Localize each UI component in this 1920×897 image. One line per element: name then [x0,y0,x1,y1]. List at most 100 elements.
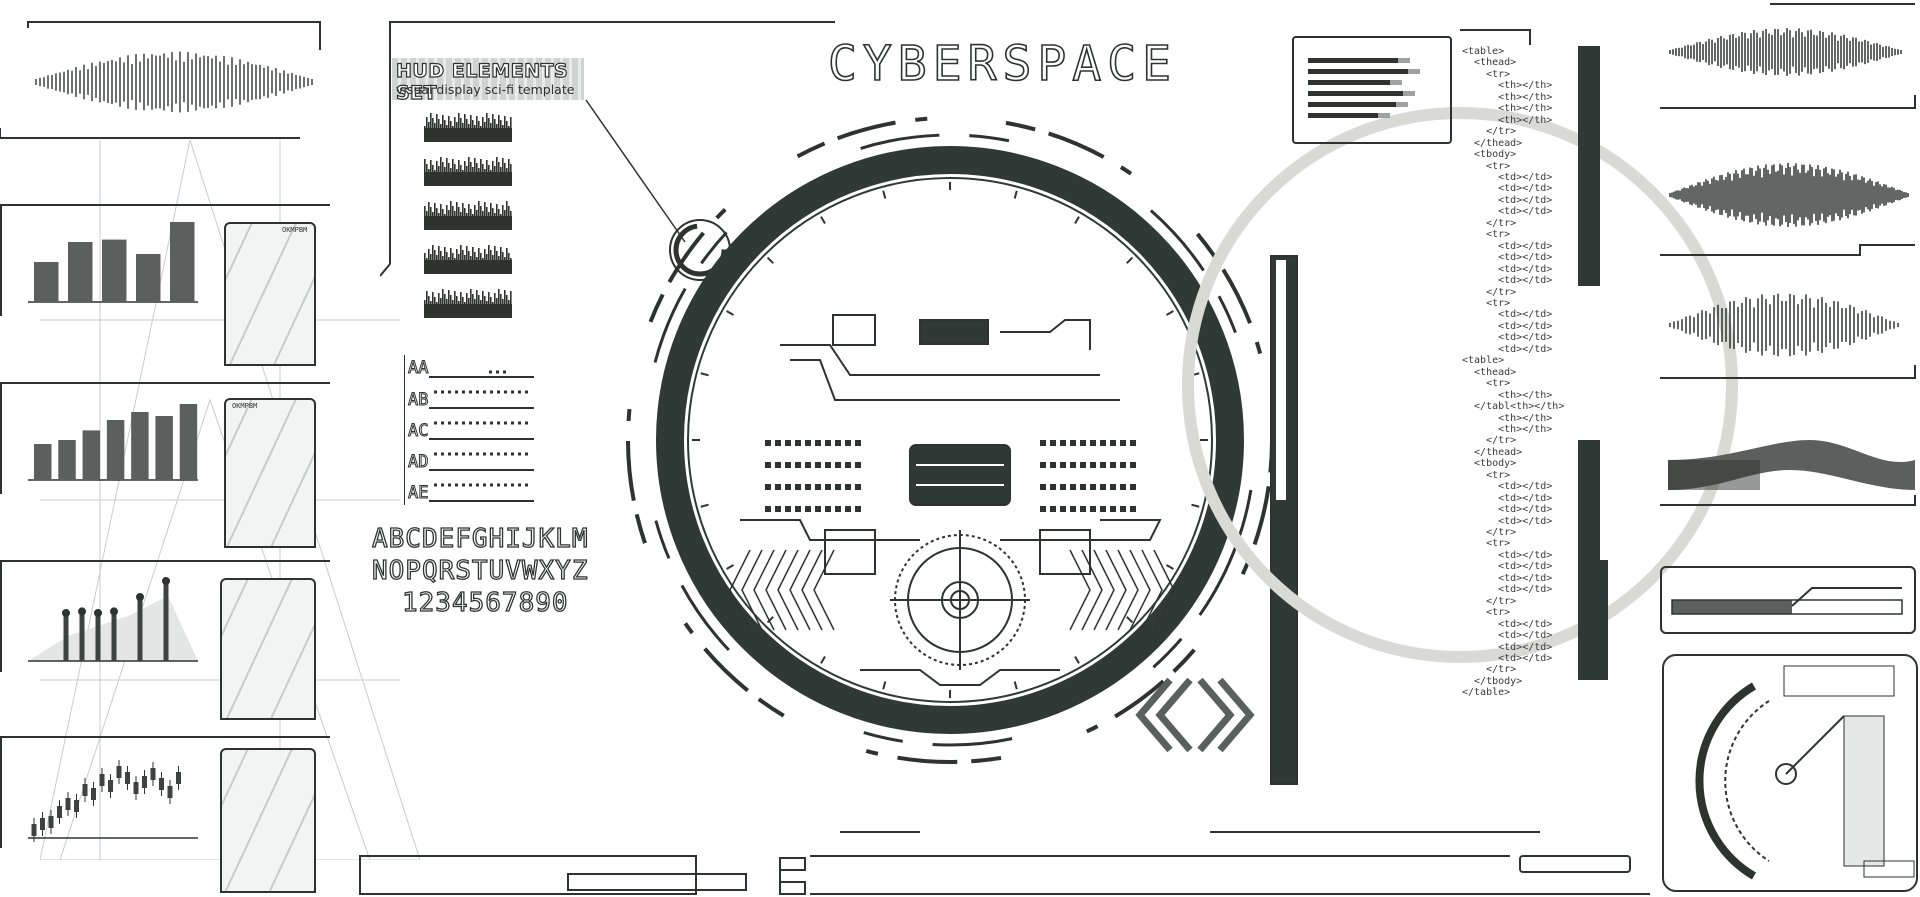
dot-cell [1040,484,1046,490]
eq-bar [482,291,484,314]
eq-bar [468,204,470,226]
row-label-ac: AC [407,421,429,442]
dot-cell [815,484,821,490]
ring-tick [1074,216,1080,224]
dot-cell [1050,440,1056,446]
dot-cell [1040,440,1046,446]
eq-bar [496,157,498,182]
dot-cell [795,440,801,446]
chevron-mark [741,549,763,631]
chevron-arrows-icon [1135,677,1255,753]
dot-cell [1120,506,1126,512]
font-line-1: ABCDEFGHIJKLM [371,523,589,554]
eq-bar [426,291,428,314]
eq-bar [464,114,466,138]
ring-tick [1126,616,1134,624]
chart-bar [34,444,52,480]
dot-cell [1090,506,1096,512]
dot-cell [1080,506,1086,512]
lollipop-head [162,577,170,585]
dot-cell [775,484,781,490]
ring-tick [1126,256,1134,264]
ring-tick [1166,310,1174,316]
eq-bar [492,161,494,182]
eq-bar [428,249,430,270]
eq-bar [442,115,444,138]
lollipop-head [136,593,144,601]
dot-cell [1100,506,1106,512]
eq-bar [470,115,472,138]
eq-bar [448,116,450,138]
chevron-mark [1141,549,1163,631]
list-bar [1308,102,1396,107]
eq-bar [440,204,442,226]
code-snippet: <table> <thead> <tr> <th></th> <th></th>… [1462,46,1565,699]
mini-bar-chart-2 [28,404,198,481]
eq-base [424,172,512,186]
dot-cell [1090,462,1096,468]
dark-strip-2 [1578,440,1600,680]
eq-base [424,128,512,142]
ring-tick [1074,656,1080,664]
chart-bar [68,242,93,302]
eq-bar [498,289,500,314]
dot-cell [1120,440,1126,446]
dot-cell [1060,484,1066,490]
eq-bar [432,245,434,270]
list-bar [1308,58,1398,63]
dark-strip-3 [1600,560,1608,680]
dot-cell [825,506,831,512]
dot-cell [1100,462,1106,468]
ring-tick [882,681,887,690]
eq-bar [496,204,498,226]
chevron-mark [813,549,835,631]
font-line-2: NOPQRSTUVWXYZ [371,555,589,586]
equalizer-strips [424,113,512,318]
dot-cell [765,440,771,446]
dot-cell [1060,506,1066,512]
dot-cell [1070,440,1076,446]
dot-cell [1080,462,1086,468]
eq-bar [444,247,446,270]
screen-panel-2: OKMPBM [224,398,316,548]
eq-bar [454,117,456,138]
dot-cell [805,484,811,490]
eq-bar [490,203,492,226]
chevron-mark [1129,549,1151,631]
dot-cell [1110,484,1116,490]
list-bar-tail [1408,69,1420,74]
dot-cell [795,462,801,468]
eq-bar [436,161,438,182]
right-waveform-stack [1660,3,1916,506]
dot-cell [835,440,841,446]
eq-bar [436,114,438,138]
chevron-mark [729,549,751,631]
dot-cell [855,484,861,490]
list-bar-tail [1398,58,1410,63]
lollipop-head [78,607,86,616]
radar-graphic [1695,665,1915,880]
chevron-mark [801,549,823,631]
ring-tick [726,310,734,316]
list-bar [1308,69,1408,74]
central-ring-display [626,116,1274,764]
eq-bar [510,291,512,314]
eq-bar [460,292,462,314]
dot-cell [765,484,771,490]
dot-cell [1080,440,1086,446]
ring-tick [1013,190,1018,199]
row-label-ab: AB [407,390,429,411]
eq-bar [474,158,476,182]
candle-body [31,824,37,836]
eq-bar [486,113,488,138]
screen-panel-4 [220,748,316,893]
dot-cell [1070,506,1076,512]
dot-cell [835,462,841,468]
eq-bar [480,159,482,182]
ring-tick [1191,503,1200,508]
dot-cell [1060,440,1066,446]
vertical-level-bar-fill [1276,260,1286,500]
set-title: HUD ELEMENTS SET [395,59,569,104]
dot-cell [855,462,861,468]
eq-bar [466,246,468,270]
